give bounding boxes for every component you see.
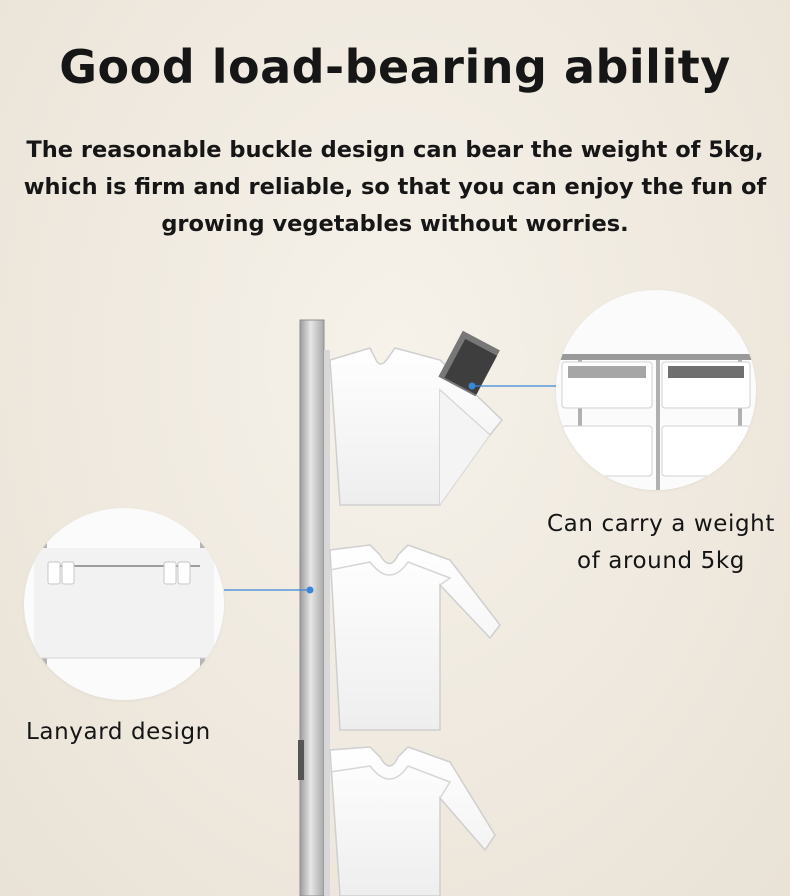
- description-line-3: growing vegetables without worries.: [161, 211, 629, 237]
- lanyard-detail-zoom: [24, 508, 224, 700]
- planter-box-middle: [329, 544, 501, 731]
- weight-caption-line-2: of around 5kg: [576, 548, 745, 574]
- planter-stand-illustration: [298, 319, 504, 896]
- weight-detail-zoom: [556, 290, 756, 490]
- lanyard-callout-caption: Lanyard design: [26, 719, 211, 745]
- page-title: Good load-bearing ability: [59, 40, 731, 94]
- lanyard-callout-dot: [306, 586, 314, 594]
- weight-callout-dot: [468, 382, 476, 390]
- weight-caption-line-1: Can carry a weight: [547, 511, 775, 537]
- stand-pole: [299, 319, 325, 896]
- description-text: The reasonable buckle design can bear th…: [10, 132, 780, 243]
- planter-box-bottom: [298, 740, 496, 896]
- description-line-2: which is firm and reliable, so that you …: [23, 174, 767, 200]
- description-line-1: The reasonable buckle design can bear th…: [26, 137, 764, 163]
- planter-box-top: [329, 330, 504, 506]
- weight-callout-caption: Can carry a weight of around 5kg: [530, 506, 790, 580]
